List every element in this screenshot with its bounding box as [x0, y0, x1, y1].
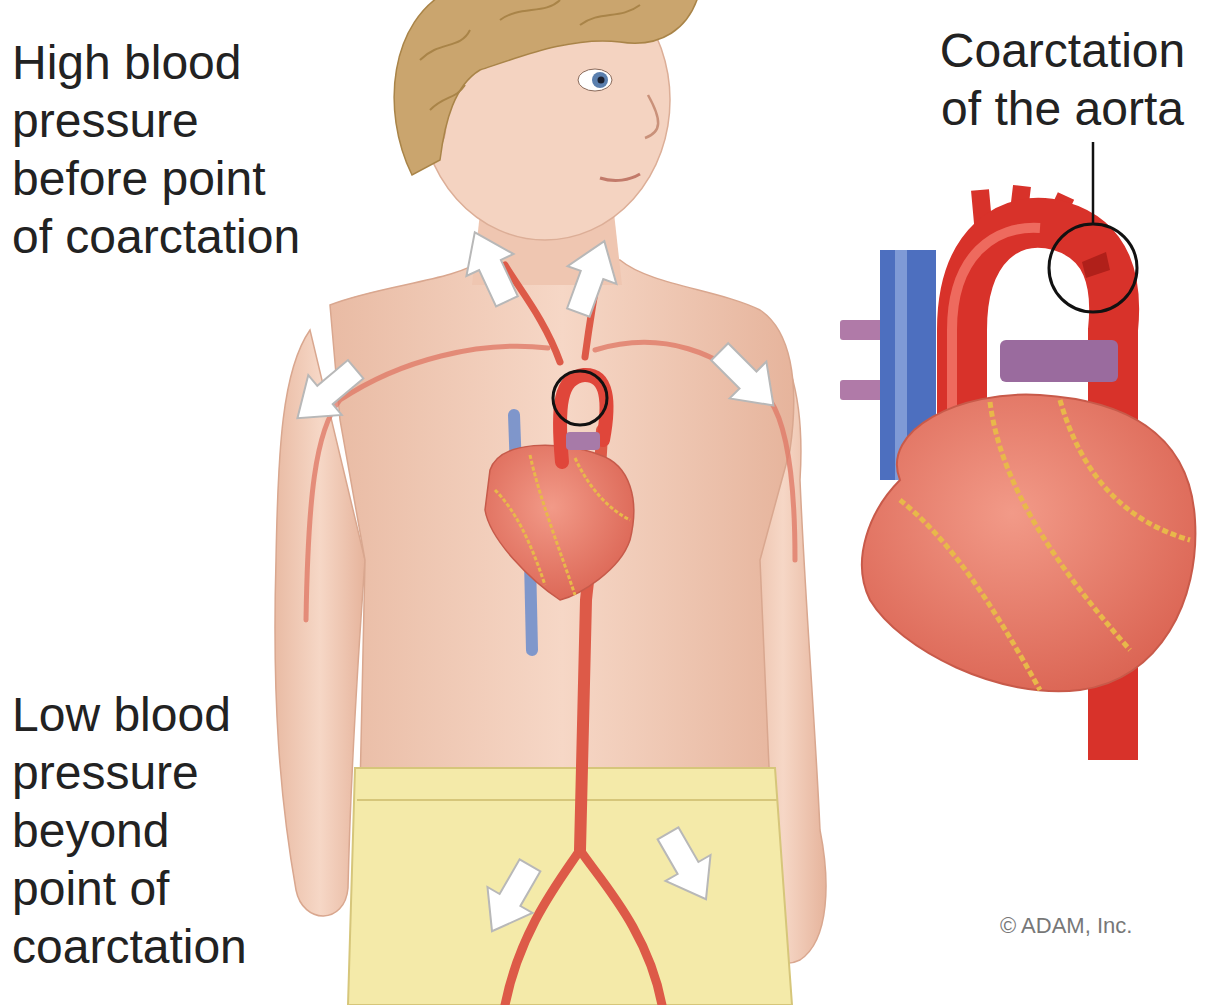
- coarctation-circle: [553, 371, 607, 425]
- pulmonary-artery: [566, 432, 600, 450]
- coronary-vessels: [900, 400, 1190, 690]
- iliac-artery: [580, 850, 662, 1005]
- leader-line: [1092, 142, 1095, 224]
- pulmonary-artery: [1000, 340, 1118, 382]
- coarctation-narrowing: [1082, 252, 1110, 278]
- flow-arrow: [451, 221, 530, 312]
- mouth: [600, 174, 640, 181]
- pressure-label: Low blood pressure beyond point of coarc…: [12, 686, 267, 976]
- hair: [394, 0, 700, 175]
- part-label: Coarctation of the aorta: [925, 22, 1200, 138]
- torso: [330, 260, 794, 790]
- vessels: [306, 265, 795, 1005]
- hair-curls: [420, 0, 640, 110]
- flow-arrows: [281, 221, 792, 944]
- nose: [645, 95, 658, 138]
- eye: [578, 69, 612, 91]
- pupil: [598, 77, 605, 84]
- shorts: [348, 768, 792, 1005]
- flow-arrow: [281, 349, 373, 438]
- waistband: [357, 799, 777, 801]
- pressure-label: High blood pressure before point of coar…: [12, 34, 312, 266]
- flow-arrow: [645, 820, 728, 912]
- iris: [592, 72, 608, 88]
- watermark: © ADAM, Inc.: [1000, 912, 1200, 940]
- flow-arrow: [701, 333, 792, 424]
- heart-body: [862, 395, 1195, 692]
- coronary-vessels: [495, 455, 630, 595]
- flow-arrow: [469, 852, 552, 944]
- child-figure: [275, 0, 826, 1005]
- enlarged-heart: [840, 142, 1195, 760]
- coarctation-circle: [1049, 224, 1137, 312]
- flow-arrow: [554, 232, 629, 321]
